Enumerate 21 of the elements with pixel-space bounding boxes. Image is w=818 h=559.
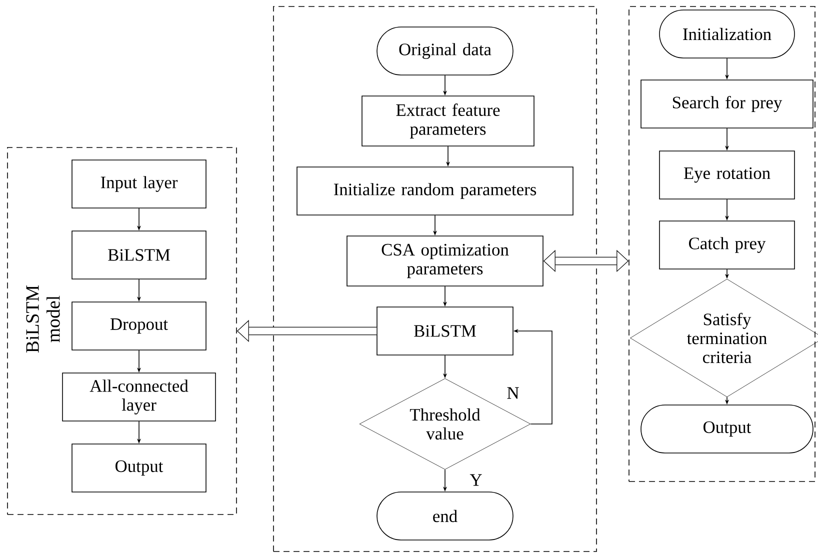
process-box: Catch prey <box>659 220 795 270</box>
process-box: Initialize random parameters <box>296 166 574 216</box>
terminal-box: Initialization <box>659 10 795 58</box>
edge-label: N <box>506 386 520 400</box>
process-box: Dropout <box>72 302 206 350</box>
process-box: Output <box>72 444 206 492</box>
process-box: BiLSTM <box>72 230 206 280</box>
process-box: Eye rotation <box>659 150 795 200</box>
process-box: BiLSTM <box>376 306 514 356</box>
dashed-frame <box>273 6 597 552</box>
group-title: BiLSTM model <box>26 285 60 353</box>
process-box: Input layer <box>72 160 206 208</box>
process-box: All-connected layer <box>62 372 216 422</box>
edge-label: Y <box>468 473 484 487</box>
terminal-box: end <box>376 492 514 540</box>
process-box: Search for prey <box>640 80 814 128</box>
process-box: CSA optimization parameters <box>346 236 544 286</box>
terminal-box: Output <box>640 404 814 454</box>
terminal-box: Original data <box>376 26 514 76</box>
dashed-frame <box>628 6 816 482</box>
process-box: Extract feature parameters <box>362 96 534 146</box>
